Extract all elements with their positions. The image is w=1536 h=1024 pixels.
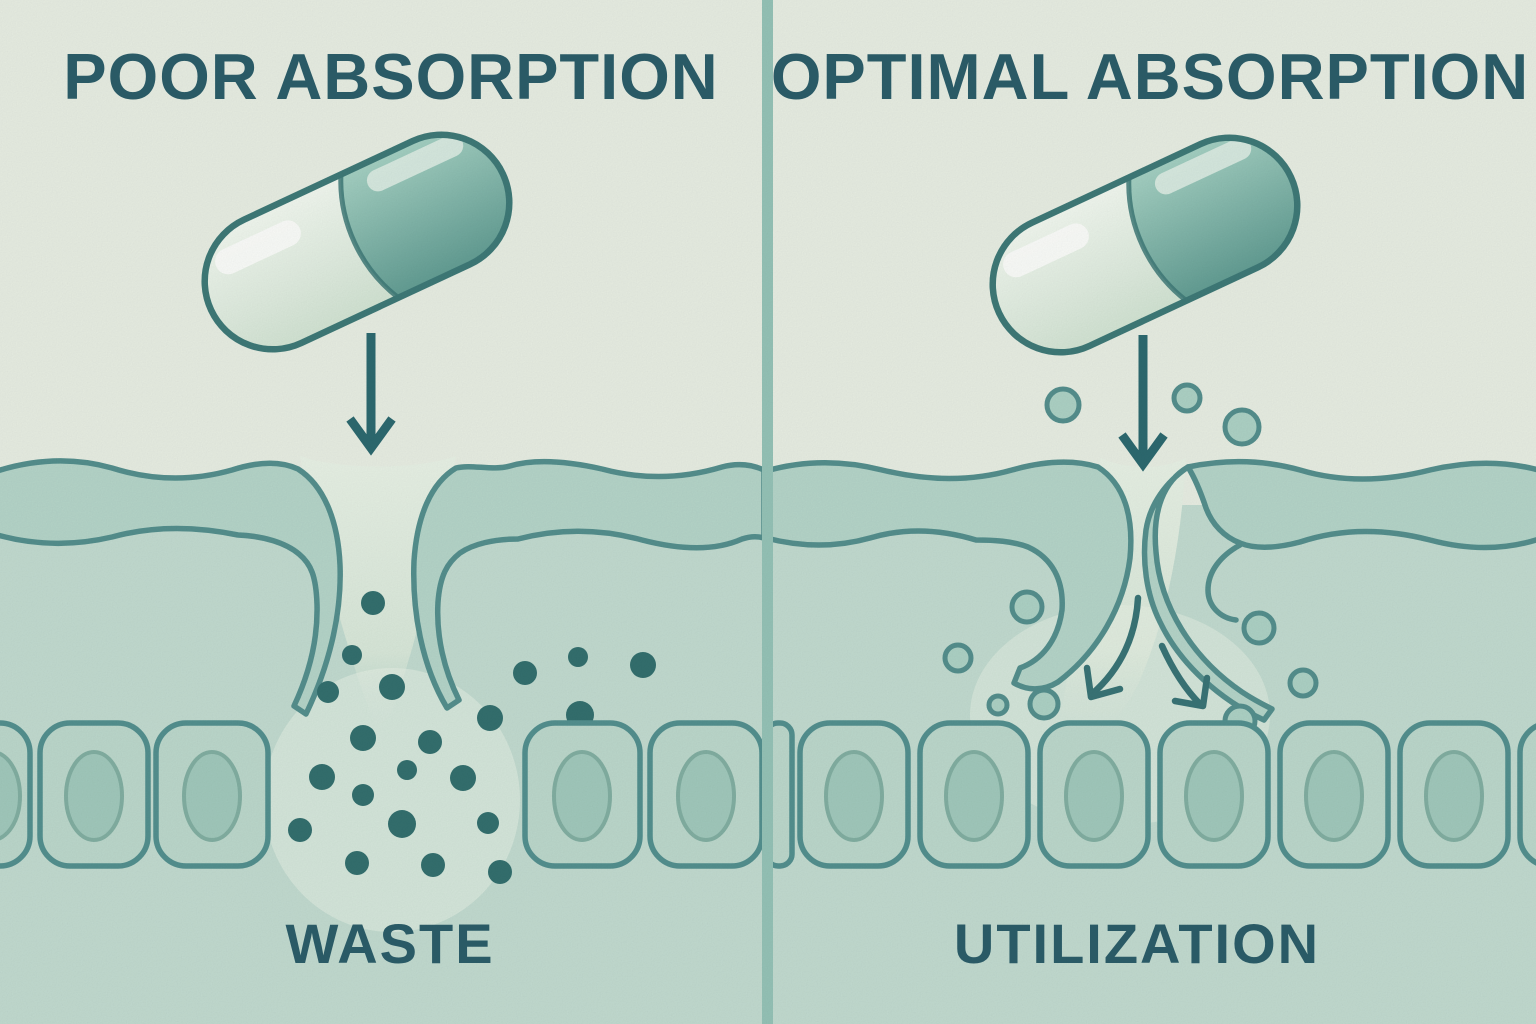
- grain-texture: [0, 0, 1536, 1024]
- absorption-infographic: POOR ABSORPTION WASTE: [0, 0, 1536, 1024]
